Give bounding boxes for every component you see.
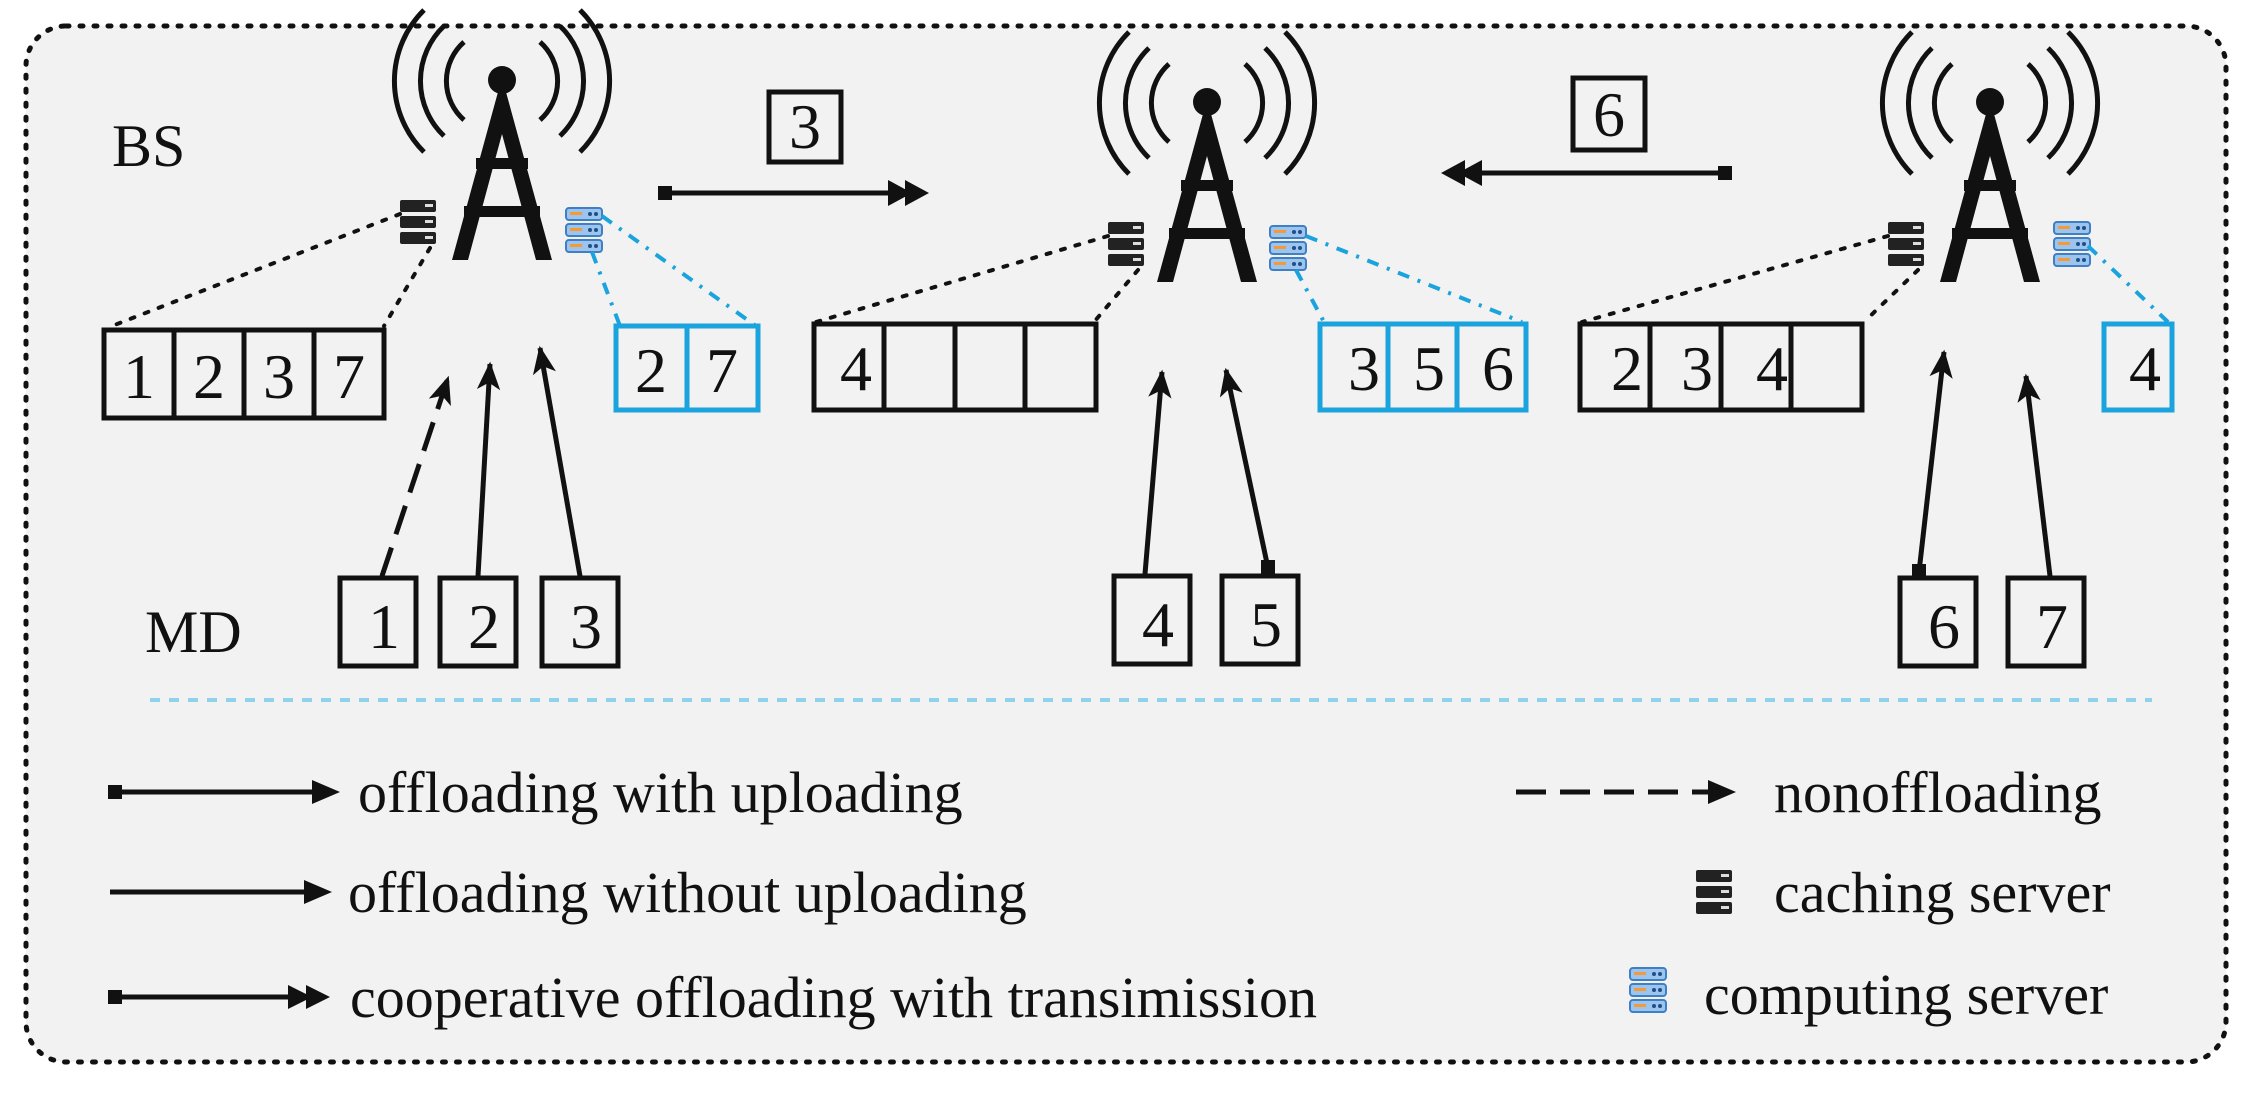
compute-link-line bbox=[1294, 269, 1326, 323]
legend-caching-server: caching server bbox=[1696, 860, 2111, 925]
mobile-device-task: 7 bbox=[2005, 575, 2087, 669]
cache-link-line bbox=[110, 212, 402, 328]
cache-storage-bs1: 1 2 3 7 bbox=[101, 327, 387, 421]
transfer-task-label: 3 bbox=[789, 91, 821, 162]
mobile-device-task: 2 bbox=[437, 575, 519, 669]
legend-label: cooperative offloading with transimissio… bbox=[350, 965, 1317, 1030]
mobile-device-task: 1 bbox=[337, 575, 419, 669]
bs-label: BS bbox=[112, 113, 185, 179]
offloading-upload-arrow bbox=[1916, 349, 1953, 573]
caching-server-icon bbox=[1108, 222, 1144, 266]
cache-slot: 3 bbox=[263, 341, 295, 412]
compute-storage-bs3: 4 bbox=[2101, 321, 2175, 413]
legend-label: computing server bbox=[1704, 962, 2108, 1027]
cache-storage-bs3: 2 3 4 bbox=[1577, 321, 1865, 413]
diagram-panel bbox=[23, 23, 2229, 1065]
legend-label: offloading without uploading bbox=[348, 860, 1027, 925]
offloading-upload-arrow bbox=[1219, 367, 1271, 569]
offloading-arrow bbox=[532, 345, 583, 577]
md-label: MD bbox=[145, 599, 242, 665]
legend-offloading-without-uploading: offloading without uploading bbox=[110, 860, 1027, 925]
legend-cooperative-offloading: cooperative offloading with transimissio… bbox=[108, 965, 1317, 1030]
cache-slot: 2 bbox=[193, 341, 225, 412]
device-task-label: 4 bbox=[1142, 589, 1174, 660]
compute-slot: 4 bbox=[2129, 333, 2161, 404]
mobile-device-task: 3 bbox=[539, 575, 621, 669]
legend-label: caching server bbox=[1774, 860, 2111, 925]
legend-computing-server: computing server bbox=[1629, 962, 2108, 1027]
computing-server-icon bbox=[2053, 221, 2091, 267]
offloading-arrow bbox=[2017, 373, 2053, 577]
device-task-label: 5 bbox=[1250, 589, 1282, 660]
legend-offloading-with-uploading: offloading with uploading bbox=[108, 760, 963, 825]
offloading-arrow bbox=[475, 361, 501, 577]
cache-link-line bbox=[1862, 268, 1920, 324]
cache-slot: 4 bbox=[840, 333, 872, 404]
cache-slot: 4 bbox=[1756, 333, 1788, 404]
cooperative-transfer-right: 6 bbox=[1441, 75, 1732, 186]
compute-link-line bbox=[1305, 234, 1523, 324]
mobile-device-task: 6 bbox=[1897, 575, 1979, 669]
cache-slot: 3 bbox=[1681, 333, 1713, 404]
cooperative-transfer-left: 3 bbox=[658, 89, 929, 206]
caching-server-icon bbox=[1888, 222, 1924, 266]
cache-slot: 2 bbox=[1611, 333, 1643, 404]
caching-server-icon bbox=[400, 200, 436, 244]
cache-storage-bs2: 4 bbox=[811, 321, 1099, 413]
device-task-label: 7 bbox=[2036, 591, 2068, 662]
compute-slot: 3 bbox=[1348, 333, 1380, 404]
transfer-task-label: 6 bbox=[1593, 79, 1625, 150]
nonoffloading-arrow bbox=[379, 375, 451, 577]
device-task-label: 3 bbox=[570, 591, 602, 662]
compute-slot: 6 bbox=[1482, 333, 1514, 404]
mobile-device-task: 5 bbox=[1219, 573, 1301, 667]
compute-storage-bs2: 3 5 6 bbox=[1317, 321, 1529, 413]
device-task-label: 1 bbox=[368, 591, 400, 662]
caching-server-icon bbox=[1696, 870, 1732, 914]
mobile-device-task: 4 bbox=[1111, 573, 1193, 667]
cache-link-line bbox=[1092, 268, 1140, 324]
compute-link-line bbox=[2086, 244, 2170, 324]
compute-slot: 2 bbox=[635, 335, 667, 406]
device-task-label: 6 bbox=[1928, 591, 1960, 662]
computing-server-icon bbox=[1629, 967, 1667, 1013]
cache-link-line bbox=[382, 246, 432, 328]
offloading-arrow bbox=[1142, 369, 1172, 575]
cache-slot: 1 bbox=[123, 341, 155, 412]
compute-link-line bbox=[590, 251, 622, 327]
legend-label: nonoffloading bbox=[1774, 760, 2102, 825]
compute-slot: 7 bbox=[706, 335, 738, 406]
cache-link-line bbox=[814, 234, 1110, 324]
legend-nonoffloading: nonoffloading bbox=[1516, 760, 2102, 825]
legend-label: offloading with uploading bbox=[358, 760, 963, 825]
compute-slot: 5 bbox=[1413, 333, 1445, 404]
compute-storage-bs1: 2 7 bbox=[613, 323, 761, 413]
computing-server-icon bbox=[565, 207, 603, 253]
cache-slot: 7 bbox=[333, 341, 365, 412]
computing-server-icon bbox=[1269, 225, 1307, 271]
device-task-label: 2 bbox=[468, 591, 500, 662]
